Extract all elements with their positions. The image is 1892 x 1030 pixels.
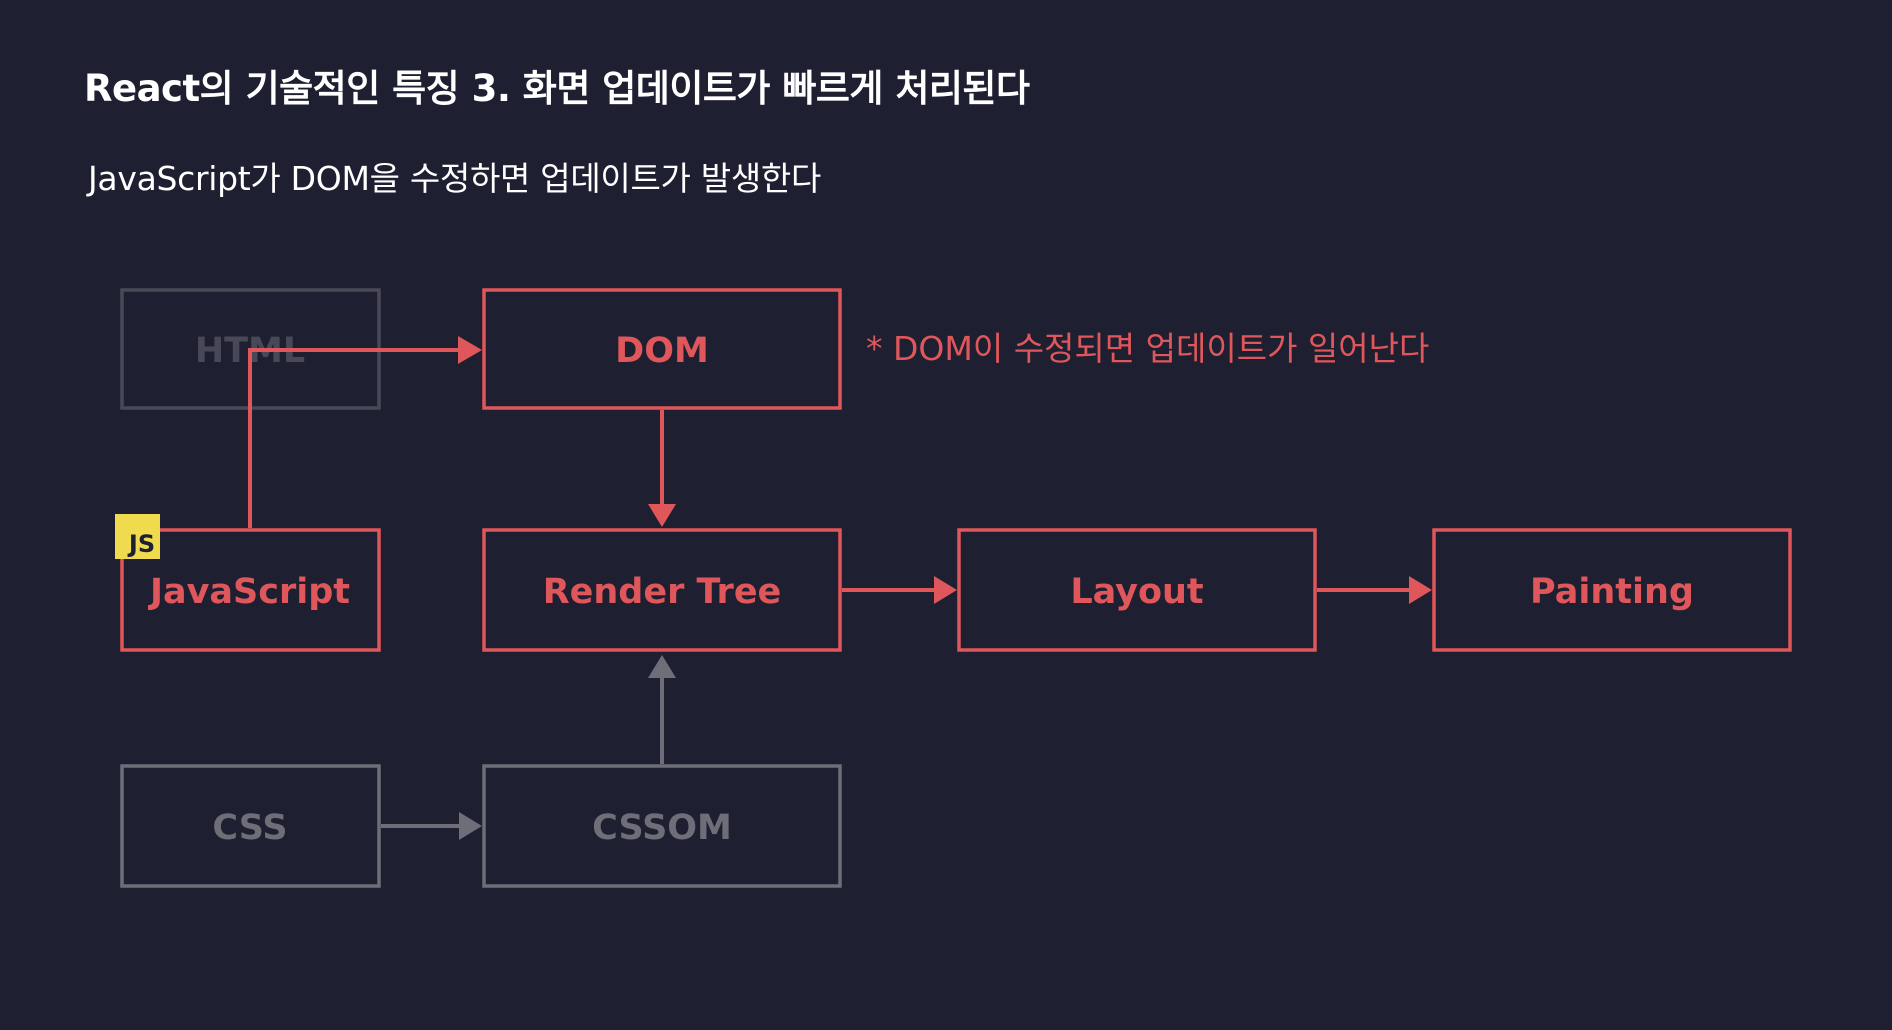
- dom-node-label: DOM: [615, 331, 709, 371]
- arrow-head-cssom-to-render-tree: [648, 655, 676, 678]
- page-subtitle: JavaScript가 DOM을 수정하면 업데이트가 발생한다: [88, 159, 822, 198]
- css-node: [120, 764, 381, 888]
- css-node-label: CSS: [212, 808, 287, 848]
- page-title: React의 기술적인 특징 3. 화면 업데이트가 빠르게 처리된다: [84, 67, 1030, 110]
- render-tree-node: [482, 528, 842, 652]
- dom-node: [482, 288, 842, 410]
- cssom-node: [482, 764, 842, 888]
- arrow-head-dom-to-render-tree: [648, 504, 676, 527]
- arrow-head-javascript-to-dom: [458, 336, 482, 364]
- arrow-head-css-to-cssom: [459, 812, 482, 840]
- layout-node: [957, 528, 1317, 652]
- javascript-node-label: JavaScript: [148, 572, 350, 612]
- js-logo-icon: [115, 514, 160, 559]
- painting-node-label: Painting: [1530, 572, 1694, 612]
- js-logo-text: JS: [127, 530, 155, 558]
- layout-node-label: Layout: [1070, 572, 1203, 612]
- painting-node: [1432, 528, 1792, 652]
- arrow-javascript-to-dom: [248, 348, 460, 528]
- dom-update-note: * DOM이 수정되면 업데이트가 일어난다: [866, 329, 1429, 368]
- render-tree-node-label: Render Tree: [543, 572, 782, 612]
- arrow-head-render-tree-to-layout: [934, 576, 957, 604]
- javascript-node: [120, 528, 381, 652]
- arrow-head-layout-to-painting: [1409, 576, 1432, 604]
- cssom-node-label: CSSOM: [592, 808, 732, 848]
